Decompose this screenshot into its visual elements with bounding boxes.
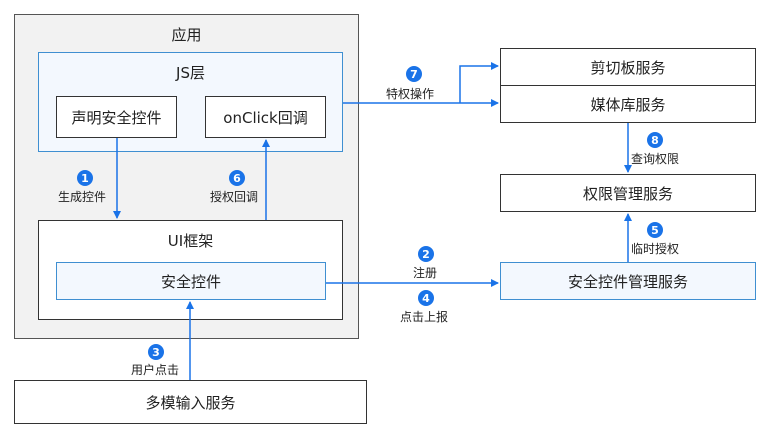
step-label-4: 点击上报 [400, 310, 449, 324]
step-badge-7: 7 [406, 66, 422, 82]
app-title: 应用 [171, 26, 202, 44]
js-layer-title: JS层 [176, 64, 205, 82]
ui-framework-title: UI框架 [167, 232, 214, 250]
step-label-3: 用户点击 [131, 363, 180, 377]
arrow-privileged-op-clipboard [459, 62, 499, 103]
security-control-manager-box: 安全控件管理服务 [500, 262, 756, 300]
media-service-box: 媒体库服务 [500, 85, 756, 123]
step-label-5: 临时授权 [631, 242, 680, 256]
step-badge-1: 1 [77, 170, 93, 186]
clipboard-service-box: 剪切板服务 [500, 48, 756, 86]
step-badge-4: 4 [418, 290, 434, 306]
step-badge-8: 8 [647, 132, 663, 148]
step-label-7: 特权操作 [386, 87, 435, 101]
multimodal-input-service-box: 多模输入服务 [14, 380, 367, 424]
step-badge-6: 6 [229, 170, 245, 186]
permission-service-box: 权限管理服务 [500, 174, 756, 212]
declare-control-box: 声明安全控件 [56, 96, 177, 138]
step-label-2: 注册 [413, 266, 438, 280]
security-control-box: 安全控件 [56, 262, 326, 300]
step-badge-5: 5 [647, 222, 663, 238]
step-label-1: 生成控件 [58, 190, 107, 204]
step-label-8: 查询权限 [631, 152, 680, 166]
step-badge-3: 3 [148, 344, 164, 360]
step-badge-2: 2 [418, 246, 434, 262]
step-label-6: 授权回调 [210, 190, 259, 204]
onclick-callback-box: onClick回调 [205, 96, 326, 138]
